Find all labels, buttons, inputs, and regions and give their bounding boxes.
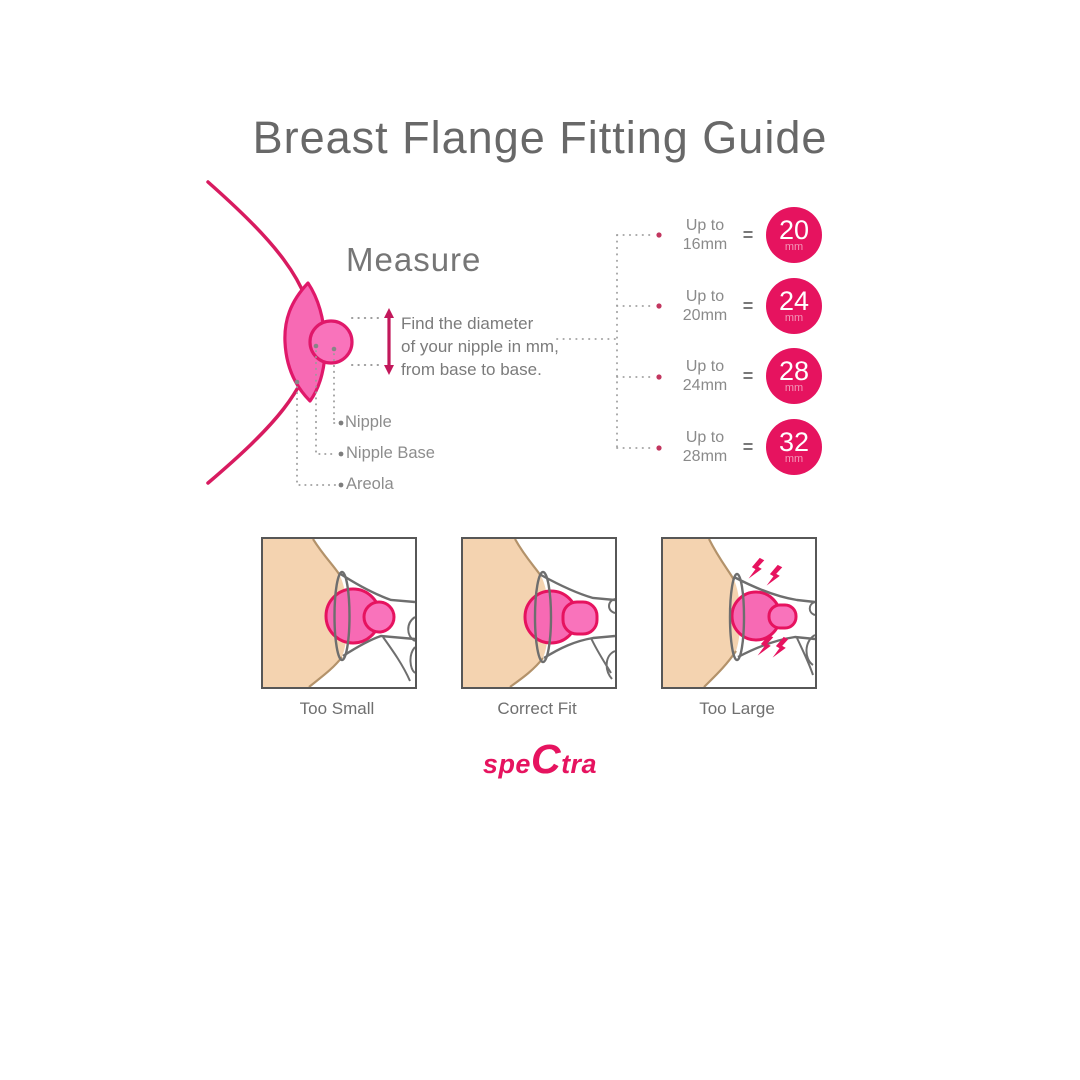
range-bottom: 24mm — [682, 377, 728, 394]
funnel-top — [338, 571, 415, 604]
pain-bolt-icon — [757, 634, 774, 656]
range-top: Up to — [685, 288, 725, 305]
measure-diagram — [206, 180, 662, 488]
size-connector-end-dots — [656, 232, 662, 451]
equals-sign: = — [742, 365, 754, 386]
size-connector-tree — [556, 234, 655, 449]
page-title: Breast Flange Fitting Guide — [252, 112, 828, 163]
flange-size-number: 32 — [778, 427, 810, 457]
size-range: Up to 24mm — [678, 357, 732, 395]
equals-sign: = — [742, 224, 754, 245]
instruction-line-1: Find the diameter — [401, 314, 534, 333]
breast-skin — [263, 539, 348, 687]
range-top: Up to — [685, 358, 725, 375]
nipple-shape — [308, 319, 354, 365]
flange-size-number: 28 — [778, 356, 810, 386]
fit-box-too-small — [261, 537, 417, 689]
nipple — [362, 600, 396, 634]
diameter-arrow — [384, 308, 394, 375]
range-top: Up to — [685, 217, 725, 234]
equals-sign: = — [742, 436, 754, 457]
measure-heading: Measure — [346, 241, 482, 278]
instruction-line-2: of your nipple in mm, — [401, 337, 559, 356]
flange-body-curve — [590, 637, 615, 680]
nipple — [767, 603, 798, 630]
fit-box-too-large — [661, 537, 817, 689]
size-range: Up to 16mm — [678, 216, 732, 254]
flange-size-unit: mm — [784, 312, 804, 324]
flange-size-badge: 28 mm — [766, 348, 822, 404]
breast-skin — [663, 539, 741, 687]
pain-bolt-icon — [772, 636, 789, 658]
flange-edge-detail — [407, 616, 415, 674]
flange-size-unit: mm — [784, 241, 804, 253]
range-bottom: 28mm — [682, 448, 728, 465]
equals-sign: = — [742, 295, 754, 316]
flange-size-unit: mm — [784, 453, 804, 465]
flange-size-number: 20 — [778, 215, 810, 245]
fit-label-correct-fit: Correct Fit — [497, 699, 577, 718]
too-large-illustration — [663, 539, 815, 687]
flange-body-curve — [382, 636, 411, 682]
range-bottom: 16mm — [682, 236, 728, 253]
label-areola: Areola — [346, 475, 394, 493]
flange-edge-detail — [808, 601, 815, 616]
size-range: Up to 28mm — [678, 428, 732, 466]
fit-box-correct-fit — [461, 537, 617, 689]
funnel-bottom — [543, 634, 615, 660]
label-nipple-base: Nipple Base — [346, 444, 435, 462]
flange-size-badge: 32 mm — [766, 419, 822, 475]
size-row-3: Up to 24mm = 28 mm — [678, 348, 822, 404]
breast-contour — [308, 539, 343, 687]
logo-text-pre: spe — [482, 749, 531, 779]
logo-text-post: tra — [561, 749, 598, 779]
flange-rim — [333, 570, 351, 662]
label-leader-lines — [296, 350, 339, 486]
flange-size-number: 24 — [778, 286, 810, 316]
fit-label-too-small: Too Small — [299, 699, 375, 718]
range-top: Up to — [685, 429, 725, 446]
size-row-4: Up to 28mm = 32 mm — [678, 419, 822, 475]
flange-rim — [728, 572, 746, 662]
funnel-top — [540, 573, 615, 602]
pain-bolt-icon — [766, 564, 783, 586]
funnel-top — [733, 575, 815, 604]
flange-edge-detail — [608, 598, 615, 614]
pain-bolts — [748, 557, 789, 658]
funnel-bottom — [737, 635, 815, 659]
too-small-illustration — [263, 539, 415, 687]
logo-text-c: C — [530, 736, 562, 782]
anchor-dots — [294, 343, 337, 385]
measure-instruction: Find the diameter of your nipple in mm, … — [401, 312, 559, 381]
spectra-logo: speCtra — [0, 736, 1080, 783]
size-range: Up to 20mm — [678, 287, 732, 325]
label-nipple: Nipple — [345, 413, 392, 431]
breast-skin — [463, 539, 549, 687]
diameter-dotted-guides — [351, 317, 380, 366]
pain-bolt-icon — [748, 557, 765, 579]
size-row-2: Up to 20mm = 24 mm — [678, 278, 822, 334]
fit-label-too-large: Too Large — [699, 699, 775, 718]
flange-size-badge: 20 mm — [766, 207, 822, 263]
flange-size-badge: 24 mm — [766, 278, 822, 334]
instruction-line-3: from base to base. — [401, 360, 542, 379]
funnel-bottom — [342, 634, 415, 658]
flange-rim — [533, 570, 553, 664]
size-row-1: Up to 16mm = 20 mm — [678, 207, 822, 263]
correct-fit-illustration — [463, 539, 615, 687]
flange-size-unit: mm — [784, 382, 804, 394]
range-bottom: 20mm — [682, 307, 728, 324]
nipple — [561, 600, 599, 636]
label-end-dots — [338, 420, 344, 488]
flange-body-curve — [796, 634, 815, 676]
